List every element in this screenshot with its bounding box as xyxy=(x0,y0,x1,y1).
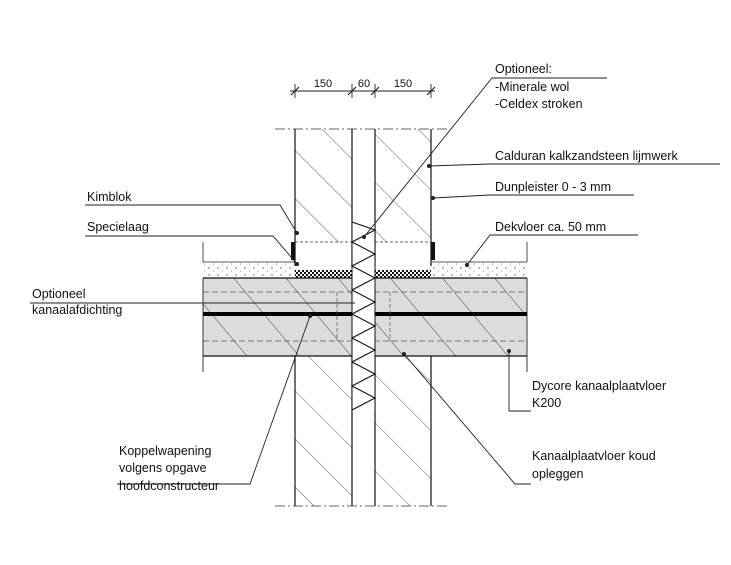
upper-right-wall xyxy=(374,129,432,242)
label-kanaal-line2: kanaalafdichting xyxy=(32,303,122,317)
dimension-left: 150 xyxy=(314,78,332,90)
label-optioneel-title: Optioneel: xyxy=(495,62,552,76)
label-koud-line2: opleggen xyxy=(532,467,583,481)
lower-left-wall xyxy=(294,356,353,506)
label-celdex: -Celdex stroken xyxy=(495,97,583,111)
label-kanaal-line1: Optioneel xyxy=(32,287,86,301)
dimension-line: 150 60 150 xyxy=(290,78,436,98)
label-kimblok: Kimblok xyxy=(87,190,132,204)
slab-end-marks xyxy=(202,278,528,372)
upper-left-wall xyxy=(294,129,353,242)
label-dekvloer: Dekvloer ca. 50 mm xyxy=(495,220,606,234)
label-minerale-wol: -Minerale wol xyxy=(495,80,569,94)
label-koppel-line1: Koppelwapening xyxy=(119,444,211,458)
dimension-right: 150 xyxy=(394,78,412,90)
leader-lines xyxy=(30,77,720,485)
dimension-middle: 60 xyxy=(358,78,370,90)
label-calduran: Calduran kalkzandsteen lijmwerk xyxy=(495,149,678,163)
label-koppel-line2: volgens opgave xyxy=(119,461,207,475)
label-specielaag: Specielaag xyxy=(87,220,149,234)
label-dunpleister: Dunpleister 0 - 3 mm xyxy=(495,180,611,194)
lower-right-wall xyxy=(374,356,432,506)
label-koppel-line3: hoofdconstructeur xyxy=(119,479,219,493)
dekvloer-screed xyxy=(202,242,528,278)
specielaag-mortar xyxy=(295,270,431,278)
label-koud-line1: Kanaalplaatvloer koud xyxy=(532,449,656,463)
cavity-insulation xyxy=(350,221,377,412)
label-dycore-line2: K200 xyxy=(532,396,561,410)
label-dycore-line1: Dycore kanaalplaatvloer xyxy=(532,379,666,393)
